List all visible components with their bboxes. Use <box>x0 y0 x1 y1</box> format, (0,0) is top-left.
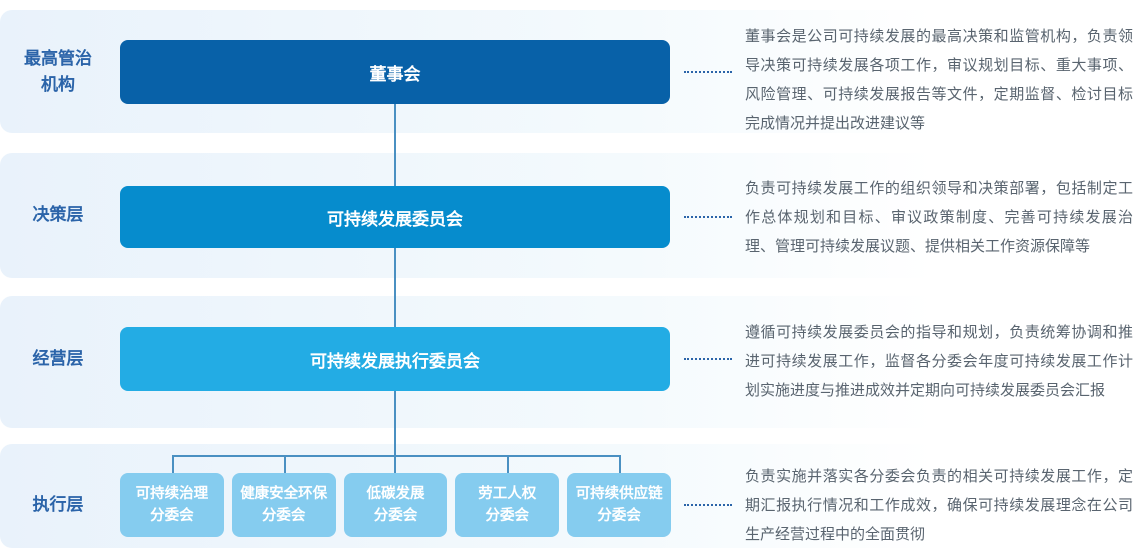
subcommittee-sustainable-supply-chain: 可持续供应链 分委会 <box>567 473 671 537</box>
subcommittee-name-line2: 分委会 <box>597 508 641 524</box>
subcommittee-name-line2: 分委会 <box>261 508 306 524</box>
tier-label-decision-layer: 决策层 <box>32 205 84 224</box>
subcommittee-health-safety-environment: 健康安全环保 分委会 <box>231 473 336 537</box>
dotted-leader-row2 <box>684 216 732 218</box>
box-board-of-directors: 董事会 <box>120 40 670 104</box>
connector-exec-to-bus <box>394 391 396 456</box>
box-sustainability-committee: 可持续发展委员会 <box>120 186 670 248</box>
subcommittee-name-line1: 可持续供应链 <box>575 486 663 502</box>
description-board: 董事会是公司可持续发展的最高决策和监管机构，负责领导决策可持续发展各项工作，审议… <box>745 28 1133 132</box>
subcommittee-name-line1: 劳工人权 <box>478 486 537 502</box>
tier-label-operation-layer: 经营层 <box>32 349 84 368</box>
connector-stub-4 <box>507 456 509 473</box>
connector-stub-2 <box>284 456 286 473</box>
subcommittee-row: 可持续治理 分委会 健康安全环保 分委会 低碳发展 分委会 劳工人权 分委会 可… <box>120 473 671 537</box>
subcommittee-name-line1: 健康安全环保 <box>240 486 328 502</box>
dotted-leader-row1 <box>684 71 732 73</box>
connector-bus-horizontal <box>172 455 621 457</box>
tier-label-line2: 机构 <box>41 75 75 94</box>
tier-label-execution-layer: 执行层 <box>32 495 84 514</box>
subcommittee-low-carbon: 低碳发展 分委会 <box>343 473 448 537</box>
connector-committee-to-exec <box>394 248 396 327</box>
dotted-leader-row4 <box>684 504 732 506</box>
subcommittee-labor-human-rights: 劳工人权 分委会 <box>455 473 560 537</box>
connector-stub-5 <box>619 456 621 473</box>
box-sustainability-executive-committee: 可持续发展执行委员会 <box>120 327 670 391</box>
description-committee: 负责可持续发展工作的组织领导和决策部署，包括制定工作总体规划和目标、审议政策制度… <box>745 180 1133 255</box>
dotted-leader-row3 <box>684 358 732 360</box>
connector-stub-3 <box>394 456 396 473</box>
subcommittee-name-line2: 分委会 <box>373 508 418 524</box>
description-executive-committee: 遵循可持续发展委员会的指导和规划，负责统筹协调和推进可持续发展工作，监督各分委会… <box>745 324 1133 399</box>
connector-board-to-committee <box>394 104 396 186</box>
subcommittee-name-line1: 低碳发展 <box>366 486 425 502</box>
subcommittee-name-line1: 可持续治理 <box>135 486 209 502</box>
tier-label-line1: 最高管治 <box>24 49 92 68</box>
connector-stub-1 <box>172 456 174 473</box>
subcommittee-name-line2: 分委会 <box>150 508 194 524</box>
description-subcommittees: 负责实施并落实各分委会负责的相关可持续发展工作，定期汇报执行情况和工作成效，确保… <box>745 468 1133 543</box>
tier-label-highest-governance: 最高管治 机构 <box>0 46 116 98</box>
subcommittee-name-line2: 分委会 <box>485 508 530 524</box>
subcommittee-sustainable-governance: 可持续治理 分委会 <box>120 473 224 537</box>
